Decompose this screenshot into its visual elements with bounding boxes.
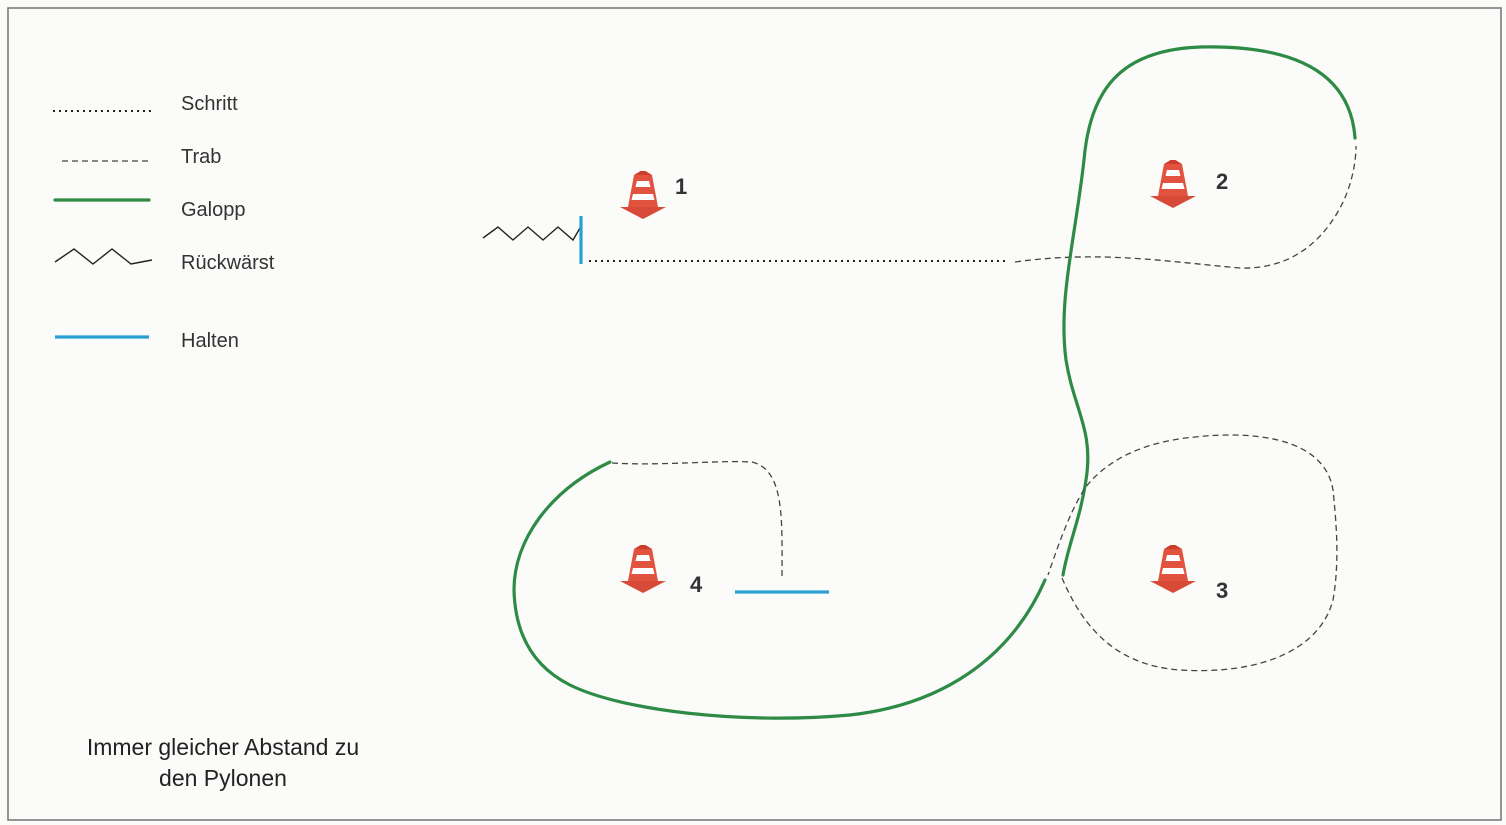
traffic-cone-icon [620,171,666,219]
gallop-segment-pylon-4 [512,460,1047,720]
pylon-number: 2 [1216,169,1228,194]
traffic-cone-icon [1150,160,1196,208]
pylon-number: 3 [1216,578,1228,603]
pylon-number: 4 [690,572,703,597]
trot-segment-pylon-3 [1047,434,1338,672]
backward-segment [482,226,581,242]
pylon-4: 4 [620,545,703,597]
pylon-number: 1 [675,174,687,199]
legend: Schritt Trab Galopp Rückwärst Halten [53,93,275,352]
pylon-1: 1 [620,171,687,219]
traffic-cone-icon [620,545,666,593]
trot-segment-finish [611,460,783,581]
legend-backward-label: Rückwärst [181,252,275,274]
distance-note: Immer gleicher Abstand zu den Pylonen [87,734,359,791]
note-line-2: den Pylonen [159,765,287,791]
traffic-cone-icon [1150,545,1196,593]
pylon-2: 2 [1150,160,1228,208]
course-path [482,45,1357,720]
diagram-border [7,7,1502,821]
trot-segment-pylon-2 [1014,145,1357,269]
legend-halt-label: Halten [181,330,239,352]
note-line-1: Immer gleicher Abstand zu [87,734,359,760]
legend-backward-line [54,248,153,265]
pylon-3: 3 [1150,545,1228,603]
legend-gallop-label: Galopp [181,199,246,221]
legend-trot-label: Trab [181,146,221,168]
gallop-segment-main [1061,45,1357,577]
legend-walk-label: Schritt [181,93,238,115]
